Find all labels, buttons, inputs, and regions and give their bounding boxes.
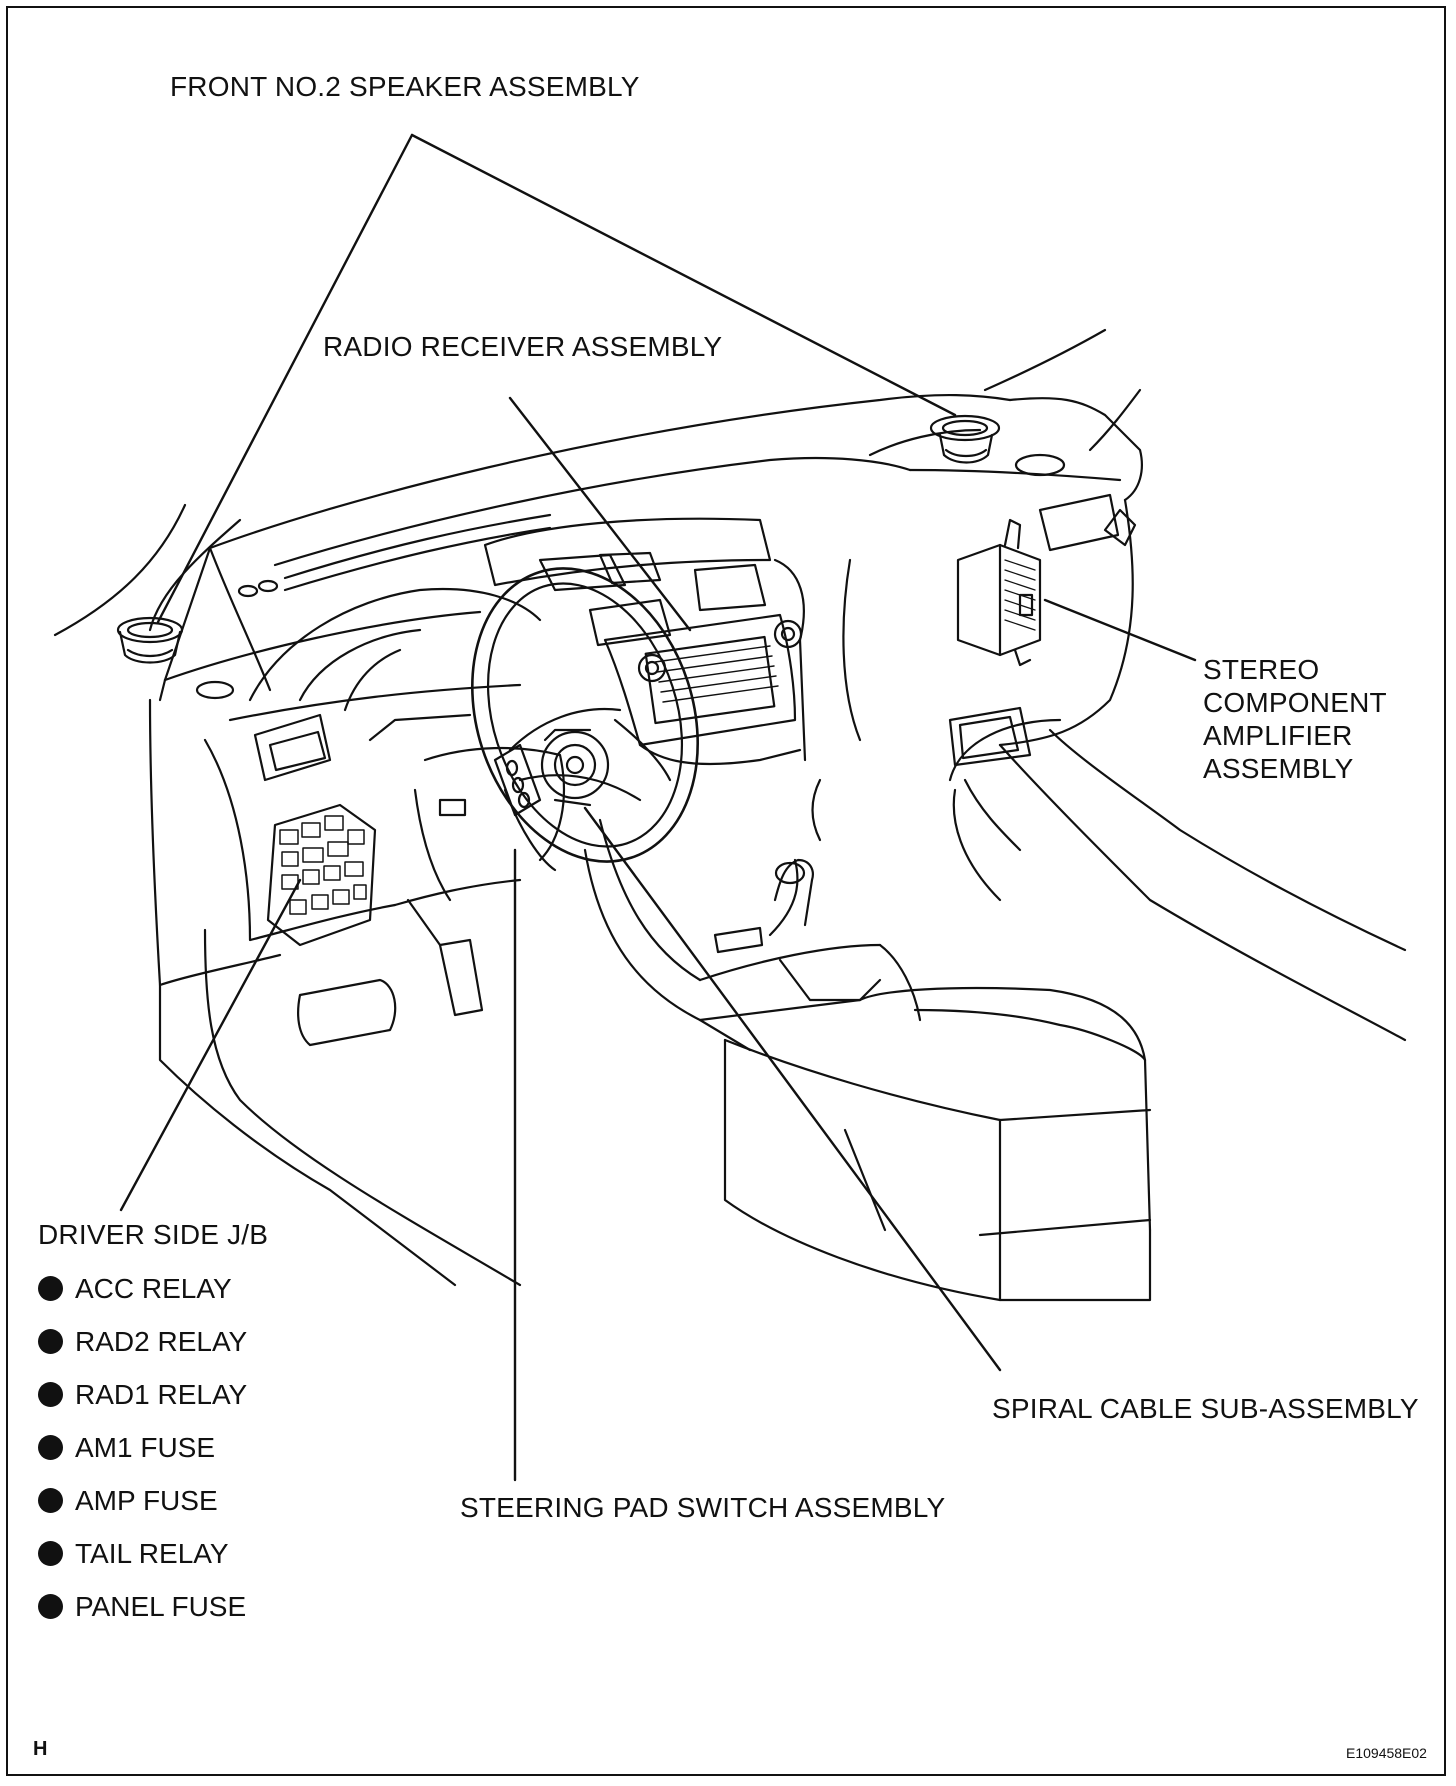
jb-item-list: ACC RELAY RAD2 RELAY RAD1 RELAY AM1 FUSE… bbox=[38, 1262, 247, 1633]
bullet-icon bbox=[38, 1488, 63, 1513]
jb-item-label: AMP FUSE bbox=[75, 1484, 218, 1516]
steering-pad-label: STEERING PAD SWITCH ASSEMBLY bbox=[460, 1492, 946, 1523]
front-speaker-label: FRONT NO.2 SPEAKER ASSEMBLY bbox=[170, 71, 640, 102]
amplifier-unit bbox=[956, 518, 1042, 667]
dashboard-lower bbox=[148, 587, 702, 1287]
figure-code: E109458E02 bbox=[1346, 1745, 1427, 1761]
list-item: AMP FUSE bbox=[38, 1474, 247, 1527]
bullet-icon bbox=[38, 1435, 63, 1460]
jb-item-label: AM1 FUSE bbox=[75, 1431, 216, 1463]
spiral-cable-label: SPIRAL CABLE SUB-ASSEMBLY bbox=[992, 1393, 1419, 1424]
center-console bbox=[483, 517, 1152, 1302]
junction-block bbox=[266, 803, 377, 947]
dashboard-body bbox=[53, 328, 1143, 700]
amplifier-label-line: COMPONENT bbox=[1203, 687, 1387, 718]
bullet-icon bbox=[38, 1541, 63, 1566]
jb-item-label: PANEL FUSE bbox=[75, 1590, 247, 1622]
jb-item-label: TAIL RELAY bbox=[75, 1537, 229, 1569]
list-item: RAD2 RELAY bbox=[38, 1315, 247, 1368]
left-speaker bbox=[116, 616, 184, 664]
list-item: RAD1 RELAY bbox=[38, 1368, 247, 1421]
driver-jb-label: DRIVER SIDE J/B bbox=[38, 1219, 269, 1250]
steering-wheel bbox=[471, 567, 699, 872]
jb-item-label: RAD1 RELAY bbox=[75, 1378, 248, 1410]
amplifier-label: STEREO COMPONENT AMPLIFIER ASSEMBLY bbox=[1203, 653, 1403, 785]
radio-receiver-label: RADIO RECEIVER ASSEMBLY bbox=[323, 331, 723, 362]
bullet-icon bbox=[38, 1329, 63, 1354]
amplifier-label-line: STEREO bbox=[1203, 654, 1320, 685]
right-speaker bbox=[929, 414, 1001, 464]
list-item: AM1 FUSE bbox=[38, 1421, 247, 1474]
list-item: ACC RELAY bbox=[38, 1262, 247, 1315]
list-item: PANEL FUSE bbox=[38, 1580, 247, 1633]
passenger-side bbox=[811, 493, 1407, 1042]
jb-item-label: ACC RELAY bbox=[75, 1272, 232, 1304]
jb-item-label: RAD2 RELAY bbox=[75, 1325, 248, 1357]
diagram-frame bbox=[6, 6, 1446, 1776]
corner-mark: H bbox=[33, 1738, 48, 1760]
bullet-icon bbox=[38, 1276, 63, 1301]
amplifier-label-line: AMPLIFIER bbox=[1203, 720, 1353, 751]
bullet-icon bbox=[38, 1594, 63, 1619]
amplifier-label-line: ASSEMBLY bbox=[1203, 753, 1354, 784]
bullet-icon bbox=[38, 1382, 63, 1407]
list-item: TAIL RELAY bbox=[38, 1527, 247, 1580]
